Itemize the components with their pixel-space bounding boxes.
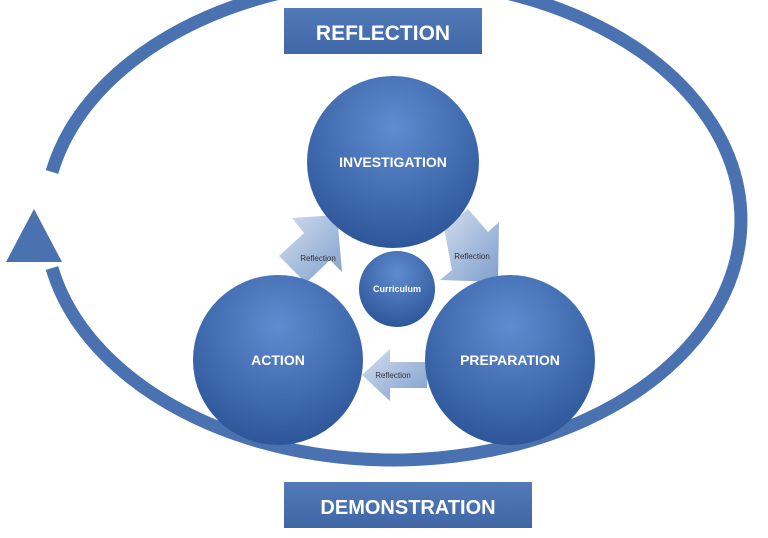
investigation-circle: [307, 76, 479, 248]
preparation-stage: PREPARATION: [425, 275, 595, 445]
reflection-connector-bottom-label: Reflection: [375, 371, 411, 380]
cycle-arrowhead-icon: [6, 209, 62, 262]
reflection-arrow-right-icon: [440, 209, 499, 282]
demonstration-banner-label: DEMONSTRATION: [320, 497, 495, 519]
reflection-banner-box: [284, 8, 482, 54]
reflection-connector-right-label: Reflection: [454, 252, 490, 261]
investigation-stage: INVESTIGATION: [307, 76, 479, 248]
preparation-circle: [425, 275, 595, 445]
investigation-label: INVESTIGATION: [339, 154, 447, 170]
action-label: ACTION: [251, 352, 305, 368]
reflection-connector-left-label: Reflection: [300, 254, 336, 263]
curriculum-label: Curriculum: [373, 284, 421, 294]
reflection-connector-right: Reflection: [440, 209, 499, 282]
reflection-arrow-bottom-icon: [362, 349, 427, 401]
reflection-banner-label: REFLECTION: [316, 22, 450, 45]
reflection-banner: REFLECTION: [284, 8, 482, 54]
reflection-arrow-left-icon: [279, 215, 342, 283]
demonstration-banner: DEMONSTRATION: [284, 482, 532, 528]
curriculum-center: Curriculum: [359, 251, 435, 327]
reflection-connector-left: Reflection: [279, 215, 342, 283]
curriculum-circle: [359, 251, 435, 327]
reflection-connector-bottom: Reflection: [362, 349, 427, 401]
action-circle: [193, 275, 363, 445]
preparation-label: PREPARATION: [460, 352, 560, 368]
action-stage: ACTION: [193, 275, 363, 445]
demonstration-banner-box: [284, 482, 532, 528]
